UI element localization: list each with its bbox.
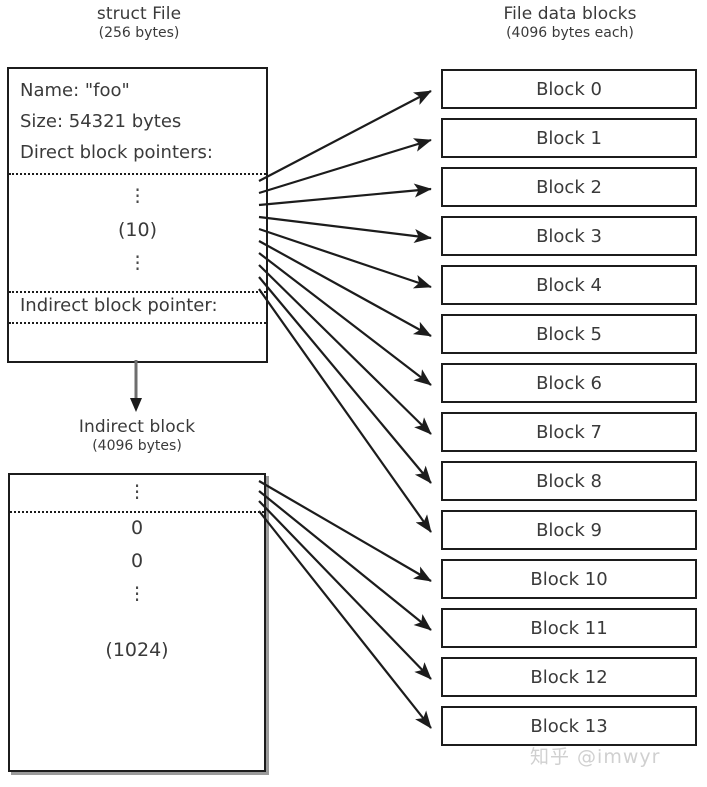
- direct-pointer-arrow-block-6: [258, 252, 432, 386]
- struct-file-divider-middle: [9, 291, 266, 293]
- data-block: Block 10: [441, 559, 697, 599]
- indirect-block-entry-1: 0: [130, 550, 144, 572]
- direct-pointer-arrow-block-3: [258, 215, 432, 243]
- indirect-pointer-connector-arrow: [130, 360, 142, 412]
- indirect-pointer-arrows: [258, 480, 432, 729]
- indirect-block-entry-count: (1024): [105, 639, 169, 661]
- direct-pointer-count: (10): [117, 219, 157, 241]
- direct-pointer-arrow-block-9: [258, 288, 432, 533]
- indirect-block-divider: [10, 511, 264, 513]
- direct-pointer-arrow-block-5: [258, 240, 432, 337]
- data-block: Block 7: [441, 412, 697, 452]
- indirect-block-ellipsis-bottom: ···: [133, 576, 141, 612]
- data-blocks-title: File data blocks: [503, 4, 637, 24]
- direct-pointer-arrows: [258, 90, 432, 533]
- direct-pointers-ellipsis-bottom: ···: [134, 245, 141, 281]
- struct-file-size-field: Size: 54321 bytes: [20, 111, 182, 132]
- struct-file-caption: struct File (256 bytes): [8, 4, 270, 42]
- direct-pointer-arrow-block-7: [258, 264, 432, 435]
- data-block: Block 13: [441, 706, 697, 746]
- indirect-block-caption: Indirect block (4096 bytes): [8, 417, 266, 455]
- direct-pointer-arrow-block-0: [258, 90, 432, 182]
- indirect-block-entry-0: 0: [130, 517, 144, 539]
- data-block: Block 3: [441, 216, 697, 256]
- data-block: Block 11: [441, 608, 697, 648]
- direct-pointer-arrow-block-1: [258, 138, 432, 195]
- struct-file-direct-pointers-label: Direct block pointers:: [20, 142, 213, 163]
- struct-file-title: struct File: [96, 4, 182, 24]
- direct-pointer-arrow-block-8: [258, 276, 432, 484]
- direct-pointers-ellipsis-top: ···: [134, 178, 141, 214]
- indirect-block-ellipsis-top: ···: [133, 474, 141, 510]
- struct-file-subtitle: (256 bytes): [98, 24, 180, 41]
- data-blocks-column: Block 0 Block 1 Block 2 Block 3 Block 4 …: [441, 69, 697, 755]
- data-block: Block 12: [441, 657, 697, 697]
- indirect-block-subtitle: (4096 bytes): [92, 437, 182, 454]
- struct-file-box: Name: "foo" Size: 54321 bytes Direct blo…: [7, 67, 268, 363]
- struct-file-name-field: Name: "foo": [20, 80, 130, 101]
- data-blocks-caption: File data blocks (4096 bytes each): [441, 4, 699, 42]
- indirect-pointer-arrow-block-12: [258, 500, 432, 680]
- indirect-pointer-arrow-block-11: [258, 490, 432, 631]
- indirect-block-title: Indirect block: [78, 417, 196, 437]
- direct-pointer-arrow-block-2: [258, 183, 432, 207]
- data-block: Block 4: [441, 265, 697, 305]
- struct-file-divider-top: [9, 173, 266, 175]
- struct-file-divider-bottom: [9, 322, 266, 324]
- direct-pointer-arrow-block-4: [258, 227, 432, 289]
- indirect-pointer-arrow-block-13: [258, 510, 432, 729]
- data-blocks-subtitle: (4096 bytes each): [506, 24, 634, 41]
- struct-file-indirect-pointer-label: Indirect block pointer:: [20, 295, 218, 316]
- data-block: Block 8: [441, 461, 697, 501]
- data-block: Block 2: [441, 167, 697, 207]
- indirect-pointer-arrow-block-10: [258, 480, 432, 582]
- data-block: Block 5: [441, 314, 697, 354]
- data-block: Block 0: [441, 69, 697, 109]
- watermark: 知乎 @imwyr: [530, 746, 661, 768]
- data-block: Block 9: [441, 510, 697, 550]
- data-block: Block 1: [441, 118, 697, 158]
- data-block: Block 6: [441, 363, 697, 403]
- indirect-block-box: ··· 0 0 ··· (1024): [8, 473, 266, 772]
